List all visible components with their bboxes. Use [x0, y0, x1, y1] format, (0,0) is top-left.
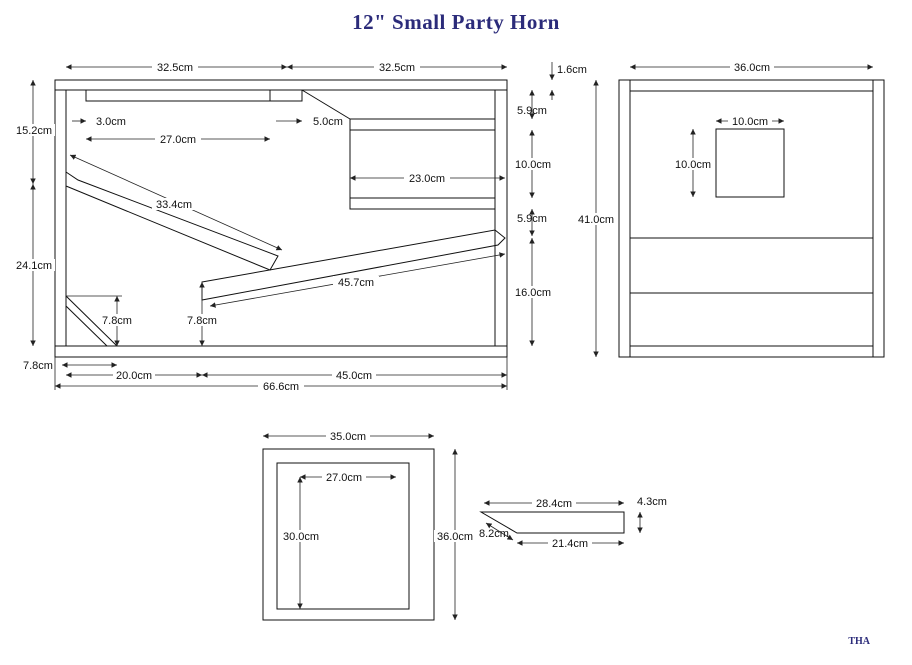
- label-gap-right: 5.0cm: [313, 116, 343, 128]
- label-diagonal-upper: 33.4cm: [156, 199, 192, 211]
- label-inner-height: 30.0cm: [283, 531, 319, 543]
- front-view: 36.0cm 41.0cm 10.0cm 10.0cm: [575, 61, 885, 358]
- chamber-lower-panel: [349, 197, 496, 210]
- baffle-inner-cutout: [276, 462, 410, 610]
- corner-brace: [65, 294, 119, 347]
- label-gap-small: 3.0cm: [96, 116, 126, 128]
- front-outer-frame: [618, 79, 885, 358]
- label-bottom-thickness: 7.8cm: [23, 360, 53, 372]
- label-top-left-width: 32.5cm: [157, 62, 193, 74]
- label-right-mid2: 5.9cm: [517, 213, 547, 225]
- label-top-right-width: 32.5cm: [379, 62, 415, 74]
- label-top-thickness: 1.6cm: [557, 64, 587, 76]
- baffle-view: 35.0cm 36.0cm 27.0cm 30.0cm: [262, 430, 476, 621]
- front-port-opening: [715, 128, 785, 198]
- diagonal-upper-panel: [65, 171, 279, 271]
- label-baffle-width: 35.0cm: [330, 431, 366, 443]
- label-left-lower: 24.1cm: [16, 260, 52, 272]
- label-front-width: 36.0cm: [734, 62, 770, 74]
- wedge-view: 28.4cm 4.3cm 8.2cm 21.4cm: [479, 496, 667, 550]
- label-wedge-height: 4.3cm: [637, 496, 667, 508]
- label-bottom-right: 45.0cm: [336, 370, 372, 382]
- label-port-height: 10.0cm: [675, 159, 711, 171]
- label-right-mid: 10.0cm: [515, 159, 551, 171]
- side-outer-frame: [54, 79, 508, 358]
- page-title: 12" Small Party Horn: [352, 10, 560, 34]
- label-inner-width: 27.0cm: [326, 472, 362, 484]
- side-view: 32.5cm 32.5cm 1.6cm 15.2cm 24.1cm 3.0cm …: [13, 61, 587, 393]
- label-wedge-top: 28.4cm: [536, 498, 572, 510]
- label-left-upper: 15.2cm: [16, 125, 52, 137]
- label-baffle-height: 36.0cm: [437, 531, 473, 543]
- label-corner-mid: 7.8cm: [187, 315, 217, 327]
- label-front-height: 41.0cm: [578, 214, 614, 226]
- diagonal-lower-panel: [201, 229, 506, 301]
- label-port-width: 10.0cm: [732, 116, 768, 128]
- label-chamber-width: 23.0cm: [409, 173, 445, 185]
- label-wedge-slope: 8.2cm: [479, 528, 509, 540]
- label-top-channel: 27.0cm: [160, 134, 196, 146]
- label-corner-left: 7.8cm: [102, 315, 132, 327]
- label-wedge-bottom: 21.4cm: [552, 538, 588, 550]
- dim-wedge-slope: [485, 522, 514, 541]
- top-slope: [301, 89, 351, 120]
- label-right-top: 5.9cm: [517, 105, 547, 117]
- label-right-bottom: 16.0cm: [515, 287, 551, 299]
- author-initials: THA: [848, 636, 870, 647]
- label-bottom-left: 20.0cm: [116, 370, 152, 382]
- chamber-upper-panel: [349, 118, 496, 131]
- label-diagonal-lower: 45.7cm: [338, 277, 374, 289]
- label-total-width: 66.6cm: [263, 381, 299, 393]
- top-channel: [85, 89, 303, 102]
